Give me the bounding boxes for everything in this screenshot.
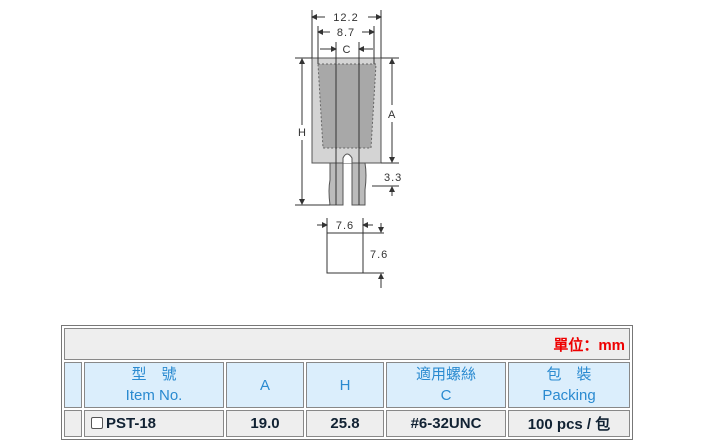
- header-item-en: Item No.: [125, 387, 183, 404]
- dim-h: H: [298, 127, 307, 139]
- square-outline: [326, 232, 364, 274]
- spacer-body: [311, 57, 382, 206]
- header-h: H: [306, 362, 384, 408]
- cell-packing: 100 pcs / 包: [508, 410, 630, 437]
- table-row: PST-18 19.0 25.8 #6-32UNC 100 pcs / 包: [64, 410, 630, 437]
- header-blank: [64, 362, 82, 408]
- header-packing-en: Packing: [542, 387, 596, 404]
- cell-a: 19.0: [226, 410, 304, 437]
- dim-leg: 3.3: [384, 172, 402, 184]
- dim-a: A: [388, 109, 396, 121]
- dimension-drawing: 12.2 8.7 C H A 3.3 7.6 7.6: [295, 10, 402, 288]
- header-a: A: [226, 362, 304, 408]
- cell-h: 25.8: [306, 410, 384, 437]
- header-row: 型 號 Item No. A H 適用螺絲 C 包 裝 Packing: [64, 362, 630, 408]
- dim-square-h: 7.6: [370, 249, 388, 261]
- header-item-zh: 型 號: [131, 366, 177, 383]
- dim-square-w: 7.6: [336, 220, 354, 232]
- spec-table: 單位：mm 型 號 Item No. A H 適用螺絲 C 包 裝 Packing P…: [61, 325, 633, 440]
- cell-c: #6-32UNC: [386, 410, 506, 437]
- header-packing-zh: 包 裝: [546, 366, 592, 383]
- dim-inner: 8.7: [337, 27, 355, 39]
- header-item: 型 號 Item No.: [84, 362, 224, 408]
- dim-width: 12.2: [333, 12, 358, 24]
- header-c: 適用螺絲 C: [386, 362, 506, 408]
- row-blank: [64, 410, 82, 437]
- header-c-en: C: [440, 387, 452, 404]
- select-checkbox[interactable]: [91, 417, 103, 429]
- unit-label: 單位：mm: [64, 328, 630, 360]
- item-cell: PST-18: [84, 410, 224, 437]
- header-c-zh: 適用螺絲: [415, 366, 476, 383]
- dim-c: C: [343, 44, 352, 56]
- item-no: PST-18: [106, 415, 157, 432]
- dimension-lines: [295, 10, 399, 288]
- header-packing: 包 裝 Packing: [508, 362, 630, 408]
